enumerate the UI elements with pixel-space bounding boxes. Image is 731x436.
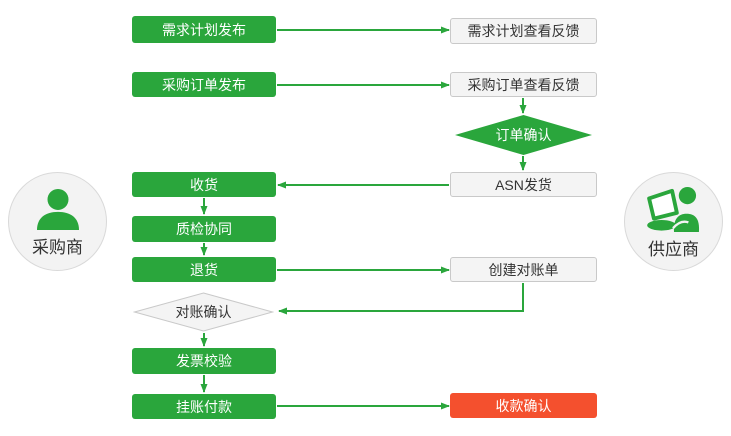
actor-buyer: 采购商 [8, 172, 107, 271]
node-receipt-confirm: 收款确认 [450, 393, 597, 418]
node-order-confirm-decision: 订单确认 [455, 115, 592, 155]
node-asn-ship: ASN发货 [450, 172, 597, 197]
node-create-statement: 创建对账单 [450, 257, 597, 282]
node-return-goods: 退货 [132, 257, 276, 282]
node-recon-confirm-label: 对账确认 [175, 304, 232, 320]
node-receive-goods: 收货 [132, 172, 276, 197]
actor-buyer-label: 采购商 [32, 237, 83, 257]
person-icon [36, 188, 79, 230]
node-payment-on-account: 挂账付款 [132, 394, 276, 419]
diamond-shape [455, 115, 592, 155]
node-invoice-check: 发票校验 [132, 348, 276, 374]
diamond-shape [133, 292, 274, 332]
node-demand-plan-publish: 需求计划发布 [132, 16, 276, 43]
node-po-publish: 采购订单发布 [132, 72, 276, 97]
node-demand-plan-view: 需求计划查看反馈 [450, 18, 597, 44]
person-laptop-icon [646, 186, 699, 232]
connector-statement-to-recon [278, 283, 524, 315]
node-recon-confirm-decision: 对账确认 [133, 292, 274, 332]
node-po-view: 采购订单查看反馈 [450, 72, 597, 97]
node-quality-collab: 质检协同 [132, 216, 276, 242]
actor-supplier: 供应商 [624, 172, 723, 271]
node-order-confirm-label: 订单确认 [495, 127, 552, 143]
actor-supplier-label: 供应商 [648, 239, 699, 259]
